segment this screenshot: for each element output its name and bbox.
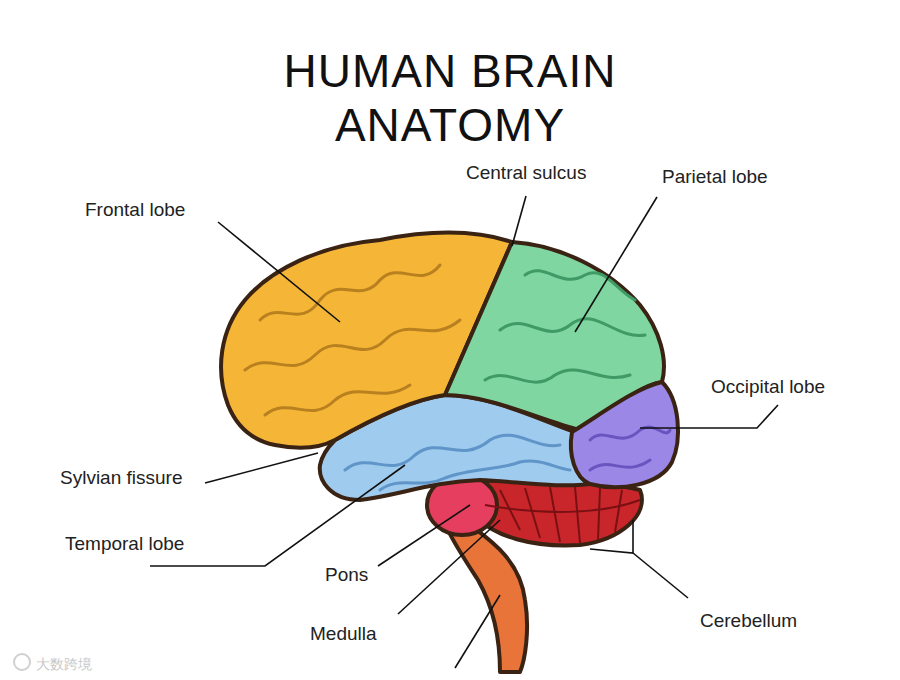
leader-line <box>378 505 470 566</box>
leader-lines <box>150 196 778 668</box>
occipital-lobe-shape <box>571 382 678 487</box>
leader-line <box>398 520 500 614</box>
bracket-line <box>633 553 688 598</box>
part-label: Medulla <box>310 622 377 646</box>
brain-shapes <box>221 233 678 672</box>
part-label: Occipital lobe <box>711 375 825 399</box>
parietal-gyrus <box>525 271 635 300</box>
leader-line <box>218 222 340 322</box>
leader-line <box>575 197 657 332</box>
diagram-title: HUMAN BRAIN ANATOMY <box>250 44 650 152</box>
cerebellum-fold <box>550 487 560 542</box>
leader-line <box>640 405 778 428</box>
frontal-gyrus <box>260 265 440 320</box>
frontal-gyrus <box>245 320 460 370</box>
cerebellum-fold <box>615 490 622 532</box>
part-label: Sylvian fissure <box>60 466 183 490</box>
part-label: Cerebellum <box>700 609 797 633</box>
part-label: Parietal lobe <box>662 165 768 189</box>
part-label: Temporal lobe <box>65 532 184 556</box>
leader-line <box>205 453 318 483</box>
brainstem <box>448 525 527 672</box>
frontal-gyrus <box>265 385 410 415</box>
watermark-icon <box>14 654 30 670</box>
temporal-gyrus <box>380 461 570 490</box>
cerebellum-fold <box>575 487 580 543</box>
occipital-gyrus <box>590 460 650 470</box>
leader-line <box>455 595 500 668</box>
occipital-gyrus <box>590 427 670 440</box>
part-label: Pons <box>325 563 368 587</box>
cerebellum-fold <box>525 488 540 538</box>
leader-line <box>512 196 526 246</box>
watermark: 大数跨境 <box>36 652 92 676</box>
temporal-gyrus <box>345 435 560 470</box>
parietal-gyrus <box>485 370 630 382</box>
parietal-gyrus <box>500 319 645 336</box>
part-label: Frontal lobe <box>85 198 185 222</box>
cerebellum-fold <box>598 488 600 540</box>
part-label: Central sulcus <box>466 161 586 185</box>
leader-line <box>150 465 405 566</box>
bracket-line <box>590 520 633 553</box>
cerebellum-folia <box>485 487 640 543</box>
cerebellum-fold <box>485 500 640 512</box>
watermark-logo <box>14 654 30 670</box>
